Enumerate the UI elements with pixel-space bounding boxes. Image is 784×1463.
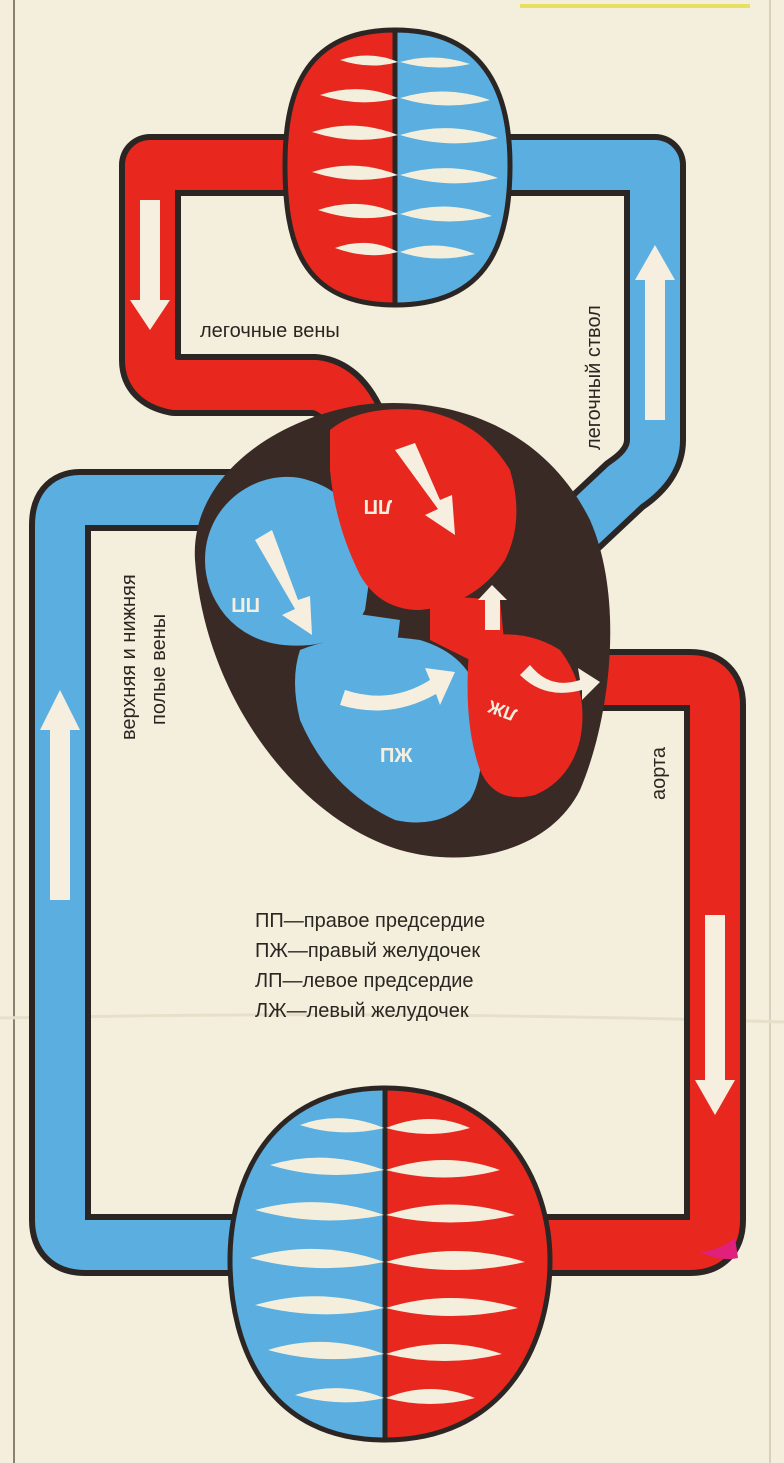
arrow-left-ventricle [520,665,600,700]
legend: ПП—правое предсердие ПЖ—правый желудочек… [255,910,485,1022]
label-pulmonary-trunk: легочный ствол [583,305,605,450]
pulmonary-veins-vessel [119,134,384,435]
legend-item: ПП—правое предсердие [255,910,485,932]
legend-item: ЛЖ—левый желудочек [255,1000,469,1022]
lung-capillaries [282,27,513,308]
arrow-down-pulmonary-veins [130,200,170,330]
arrow-right-atrium [255,530,312,635]
arrow-down-aorta [695,915,735,1115]
label-pulmonary-veins: легочные вены [200,320,340,342]
legend-item: ПЖ—правый желудочек [255,940,480,962]
legend-item: ЛП—левое предсердие [255,970,474,992]
arrow-small-lv [478,585,507,630]
label-venae-cavae-line1: верхняя и нижняя [118,574,140,740]
label-aorta: аорта [648,746,670,800]
left-atrium-shape [330,409,517,610]
arrow-right-ventricle [340,668,455,711]
label-right-ventricle: ПЖ [380,745,413,767]
label-right-atrium: ПП [231,593,260,615]
label-left-atrium: ЛП [364,495,392,517]
arrow-up-pulmonary-trunk [635,245,675,420]
arrow-left-atrium [395,443,455,535]
right-atrium-shape [205,476,372,646]
label-venae-cavae-line2: полые вены [148,614,170,725]
heart [194,402,611,858]
flow-arrows [40,200,735,1115]
left-ventricle-shape [467,634,583,798]
arrow-up-venae-cavae [40,690,80,900]
body-capillaries [227,1085,553,1443]
